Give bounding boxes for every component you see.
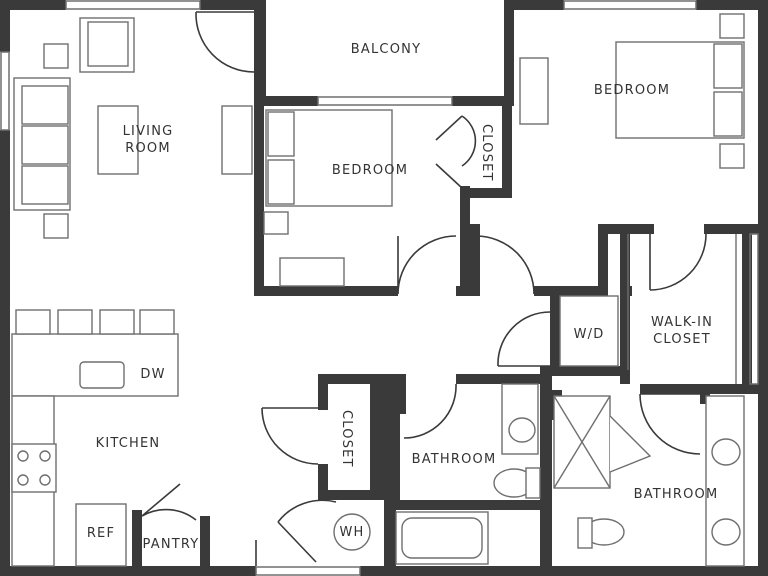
kitchen-sink xyxy=(79,361,125,389)
label-bathroom-right: BATHROOM xyxy=(633,487,719,502)
dresser-right xyxy=(519,57,549,125)
label-pantry: PANTRY xyxy=(142,537,200,552)
doors xyxy=(141,11,707,566)
label-refrigerator: REF xyxy=(86,526,116,541)
cooktop xyxy=(11,443,57,493)
furniture xyxy=(11,13,745,567)
label-water-heater: WH xyxy=(339,525,365,540)
label-washer-dryer: W/D xyxy=(573,327,605,342)
washer-dryer xyxy=(559,295,619,367)
label-bedroom-center: BEDROOM xyxy=(331,163,409,178)
label-kitchen: KITCHEN xyxy=(95,436,161,451)
label-balcony: BALCONY xyxy=(350,42,422,57)
label-living-room: LIVING ROOM xyxy=(122,124,174,156)
vanity-center xyxy=(501,383,539,455)
water-heater xyxy=(333,513,371,551)
label-walk-in-closet: WALK-IN CLOSET xyxy=(650,315,714,347)
label-closet-bedroom: CLOSET xyxy=(479,124,494,182)
tv-console xyxy=(221,105,253,175)
label-bedroom-right: BEDROOM xyxy=(593,83,671,98)
label-dishwasher: DW xyxy=(140,367,166,382)
refrigerator xyxy=(75,503,127,567)
coffee-table xyxy=(97,105,139,175)
desk-center xyxy=(279,257,345,287)
label-closet-hall: CLOSET xyxy=(339,410,354,468)
label-bathroom-center: BATHROOM xyxy=(411,452,497,467)
